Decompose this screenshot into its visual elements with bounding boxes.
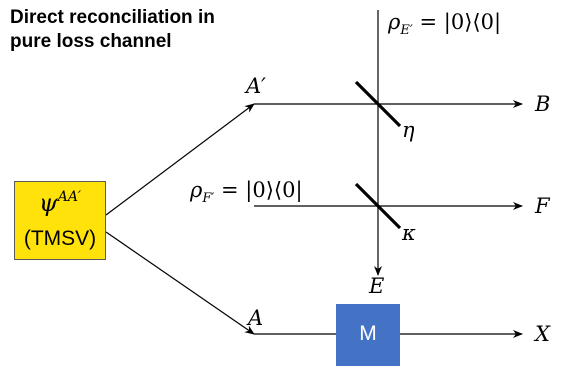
beamsplitter-kappa (354, 182, 402, 230)
title-line-2: pure loss channel (10, 31, 172, 52)
diagram-title: Direct reconciliation in pure loss chann… (10, 6, 215, 54)
mode-label-f: F (535, 194, 550, 218)
tmsv-caption: (TMSV) (23, 227, 97, 250)
measurement-label: M (359, 322, 377, 345)
mode-label-b: B (535, 92, 551, 116)
beamsplitter-eta (354, 80, 402, 128)
branch-line-a (105, 231, 255, 335)
beamsplitter-kappa-label: κ (402, 221, 416, 245)
env-state-f-label: ρF′ = |0⟩⟨0| (190, 178, 303, 206)
measurement-box: M (336, 304, 400, 366)
tmsv-source-box: ψAA′ (TMSV) (14, 181, 106, 260)
env-state-e-label: ρE′ = |0⟩⟨0| (388, 10, 502, 38)
branch-line-a-prime (105, 103, 255, 216)
mode-label-a-prime: A′ (246, 74, 266, 98)
tmsv-state-symbol: ψAA′ (38, 189, 82, 217)
mode-label-x: X (535, 322, 550, 346)
beamsplitter-eta-label: η (402, 118, 415, 142)
title-line-1: Direct reconciliation in (10, 7, 215, 28)
mode-label-e: E (369, 274, 385, 298)
mode-label-a: A (248, 306, 264, 330)
